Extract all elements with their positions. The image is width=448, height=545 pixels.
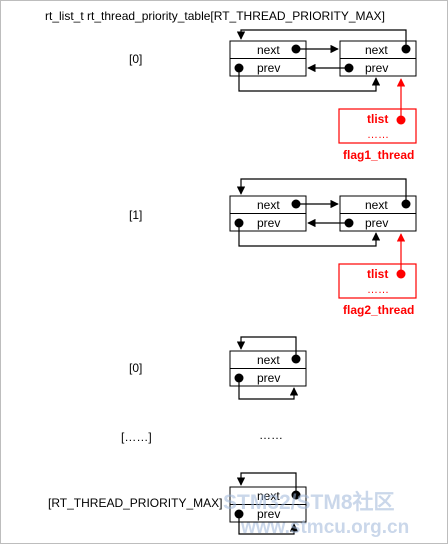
priority-row-2: [0] next prev [129, 336, 307, 400]
thread-control-block: tlist …… flag1_thread [338, 78, 417, 162]
next-field-label: next [257, 43, 280, 57]
next-pointer-dot [291, 199, 301, 209]
priority-row-0: [0] next prev next prev tlist …… [129, 29, 417, 162]
wrap-prev-arrow [238, 223, 381, 247]
priority-row-1: [1] next prev next prev tlist …… [129, 178, 417, 317]
thread-ellipsis: …… [367, 284, 389, 296]
list-head-node: next prev [229, 350, 307, 387]
next-field-label: next [365, 198, 388, 212]
row-ellipsis: …… [259, 428, 283, 442]
tlist-field-label: tlist [367, 267, 388, 281]
wrap-prev-arrow [238, 68, 381, 92]
prev-field-label: prev [257, 507, 280, 521]
priority-row-max: [RT_THREAD_PRIORITY_MAX] next prev [48, 472, 307, 535]
prev-field-label: prev [365, 61, 388, 75]
thread-name: flag2_thread [343, 303, 414, 317]
thread-control-block: tlist …… flag2_thread [338, 233, 417, 317]
list-head-node: next prev [229, 486, 307, 523]
next-field-label: next [257, 353, 280, 367]
prev-field-label: prev [257, 61, 280, 75]
priority-row-ellipsis: [……] …… [121, 428, 283, 444]
watermark-line-1: STM32/STM8社区 [223, 490, 395, 514]
tlist-field-label: tlist [367, 112, 388, 126]
thread-ellipsis: …… [367, 129, 389, 141]
table-title: rt_list_t rt_thread_priority_table[RT_TH… [45, 9, 385, 23]
row-index-label: [1] [129, 208, 142, 222]
next-field-label: next [257, 198, 280, 212]
prev-field-label: prev [257, 216, 280, 230]
tlist-dot [396, 269, 406, 279]
self-next-arrow [236, 472, 297, 495]
thread-name: flag1_thread [343, 148, 414, 162]
row-index-label: [0] [129, 361, 142, 375]
watermark: STM32/STM8社区 www.stmcu.org.cn [223, 490, 409, 538]
wrap-next-arrow [236, 178, 407, 204]
thread-list-node: next prev [339, 195, 417, 232]
prev-pointer-dot [344, 218, 354, 228]
next-field-label: next [365, 43, 388, 57]
wrap-next-arrow [236, 29, 407, 49]
list-head-node: next prev [229, 40, 307, 77]
next-field-label: next [257, 489, 280, 503]
list-head-node: next prev [229, 195, 307, 232]
self-prev-arrow [238, 514, 299, 535]
prev-field-label: prev [257, 371, 280, 385]
prev-field-label: prev [365, 216, 388, 230]
prev-pointer-dot [344, 63, 354, 73]
self-prev-arrow [238, 378, 299, 400]
next-pointer-dot [291, 44, 301, 54]
row-index-label: [……] [121, 430, 152, 444]
row-index-label: [RT_THREAD_PRIORITY_MAX] [48, 496, 222, 510]
thread-list-node: next prev [339, 40, 417, 77]
watermark-line-2: www.stmcu.org.cn [240, 517, 409, 538]
self-next-arrow [236, 336, 297, 359]
tlist-dot [396, 115, 406, 125]
row-index-label: [0] [129, 52, 142, 66]
